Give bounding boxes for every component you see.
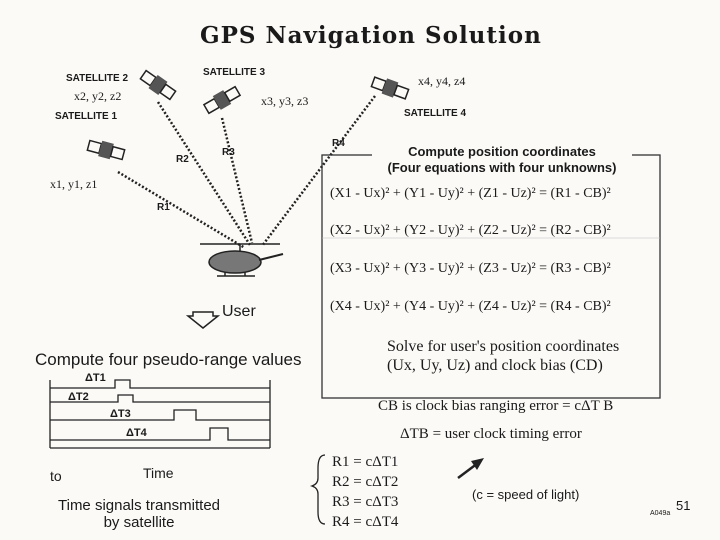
delta-t2-label: ΔT2 [68, 391, 89, 403]
page-number: 51 [676, 498, 691, 513]
user-label: User [222, 303, 256, 320]
equation-2: (X2 - Ux)² + (Y2 - Uy)² + (Z2 - Uz)² = (… [330, 223, 611, 238]
satellite-1-icon [86, 139, 126, 161]
solve-line2: (Ux, Uy, Uz) and clock bias (CD) [387, 357, 603, 374]
range-label-1: R1 [157, 202, 170, 213]
box-title-line2: (Four equations with four unknowns) [387, 160, 617, 175]
satellite-1-label: SATELLITE 1 [55, 111, 118, 122]
t0-label: to [50, 468, 62, 484]
equation-3: (X3 - Ux)² + (Y3 - Uy)² + (Z3 - Uz)² = (… [330, 261, 611, 276]
signal-path-3 [220, 117, 254, 244]
delta-t3-label: ΔT3 [110, 408, 131, 420]
range-label-4: R4 [332, 138, 345, 149]
pseudo-range-title: Compute four pseudo-range values [35, 350, 302, 369]
delta-t1-label: ΔT1 [85, 372, 106, 384]
satellite-4-label: SATELLITE 4 [404, 108, 467, 119]
timing-note: ΔTB = user clock timing error [400, 426, 582, 442]
range-label-3: R3 [222, 147, 235, 158]
range-eq-3: R3 = cΔT3 [332, 494, 399, 510]
satellite-2-label: SATELLITE 2 [66, 73, 129, 84]
range-equations: R1 = cΔT1 R2 = cΔT2 R3 = cΔT3 R4 = cΔT4 [332, 452, 398, 532]
time-axis-label: Time [143, 465, 174, 481]
range-eq-4: R4 = cΔT4 [332, 514, 399, 530]
page-title: GPS Navigation Solution [200, 22, 542, 49]
signal-path-2 [156, 101, 252, 246]
solve-text: Solve for user's position coordinates (U… [387, 337, 619, 375]
range-label-2: R2 [176, 154, 189, 165]
down-arrow-icon [185, 311, 221, 329]
satellite-2-coords: x2, y2, z2 [74, 89, 122, 103]
satellite-2-icon [139, 69, 177, 101]
equation-1: (X1 - Ux)² + (Y1 - Uy)² + (Z1 - Uz)² = (… [330, 186, 611, 201]
box-title: Compute position coordinates (Four equat… [372, 144, 632, 176]
satellite-4-icon [370, 76, 410, 100]
range-eq-2: R2 = cΔT2 [332, 474, 399, 490]
brace [309, 454, 326, 525]
signal-path-1 [117, 170, 246, 250]
reference-code: A049a [650, 510, 671, 517]
box-title-line1: Compute position coordinates [408, 144, 596, 159]
solve-line1: Solve for user's position coordinates [387, 338, 620, 355]
speed-of-light-note: (c = speed of light) [472, 487, 580, 502]
satellite-1-coords: x1, y1, z1 [50, 177, 98, 191]
signal-path-4 [261, 95, 376, 247]
timing-diagram [49, 379, 271, 449]
range-eq-1: R1 = cΔT1 [332, 454, 399, 470]
clock-bias-note: CB is clock bias ranging error = cΔT B [378, 398, 614, 414]
helicopter-icon [200, 243, 284, 277]
tx-caption-line2: by satellite [103, 514, 175, 531]
tx-caption: Time signals transmitted by satellite [44, 497, 234, 531]
tx-caption-line1: Time signals transmitted [58, 497, 220, 514]
delta-t4-label: ΔT4 [126, 427, 147, 439]
satellite-3-icon [202, 85, 242, 115]
satellite-3-label: SATELLITE 3 [203, 67, 266, 78]
satellite-3-coords: x3, y3, z3 [261, 94, 309, 108]
equation-4: (X4 - Ux)² + (Y4 - Uy)² + (Z4 - Uz)² = (… [330, 299, 611, 314]
diagonal-arrow-icon [457, 458, 484, 479]
satellite-4-coords: x4, y4, z4 [418, 74, 466, 88]
